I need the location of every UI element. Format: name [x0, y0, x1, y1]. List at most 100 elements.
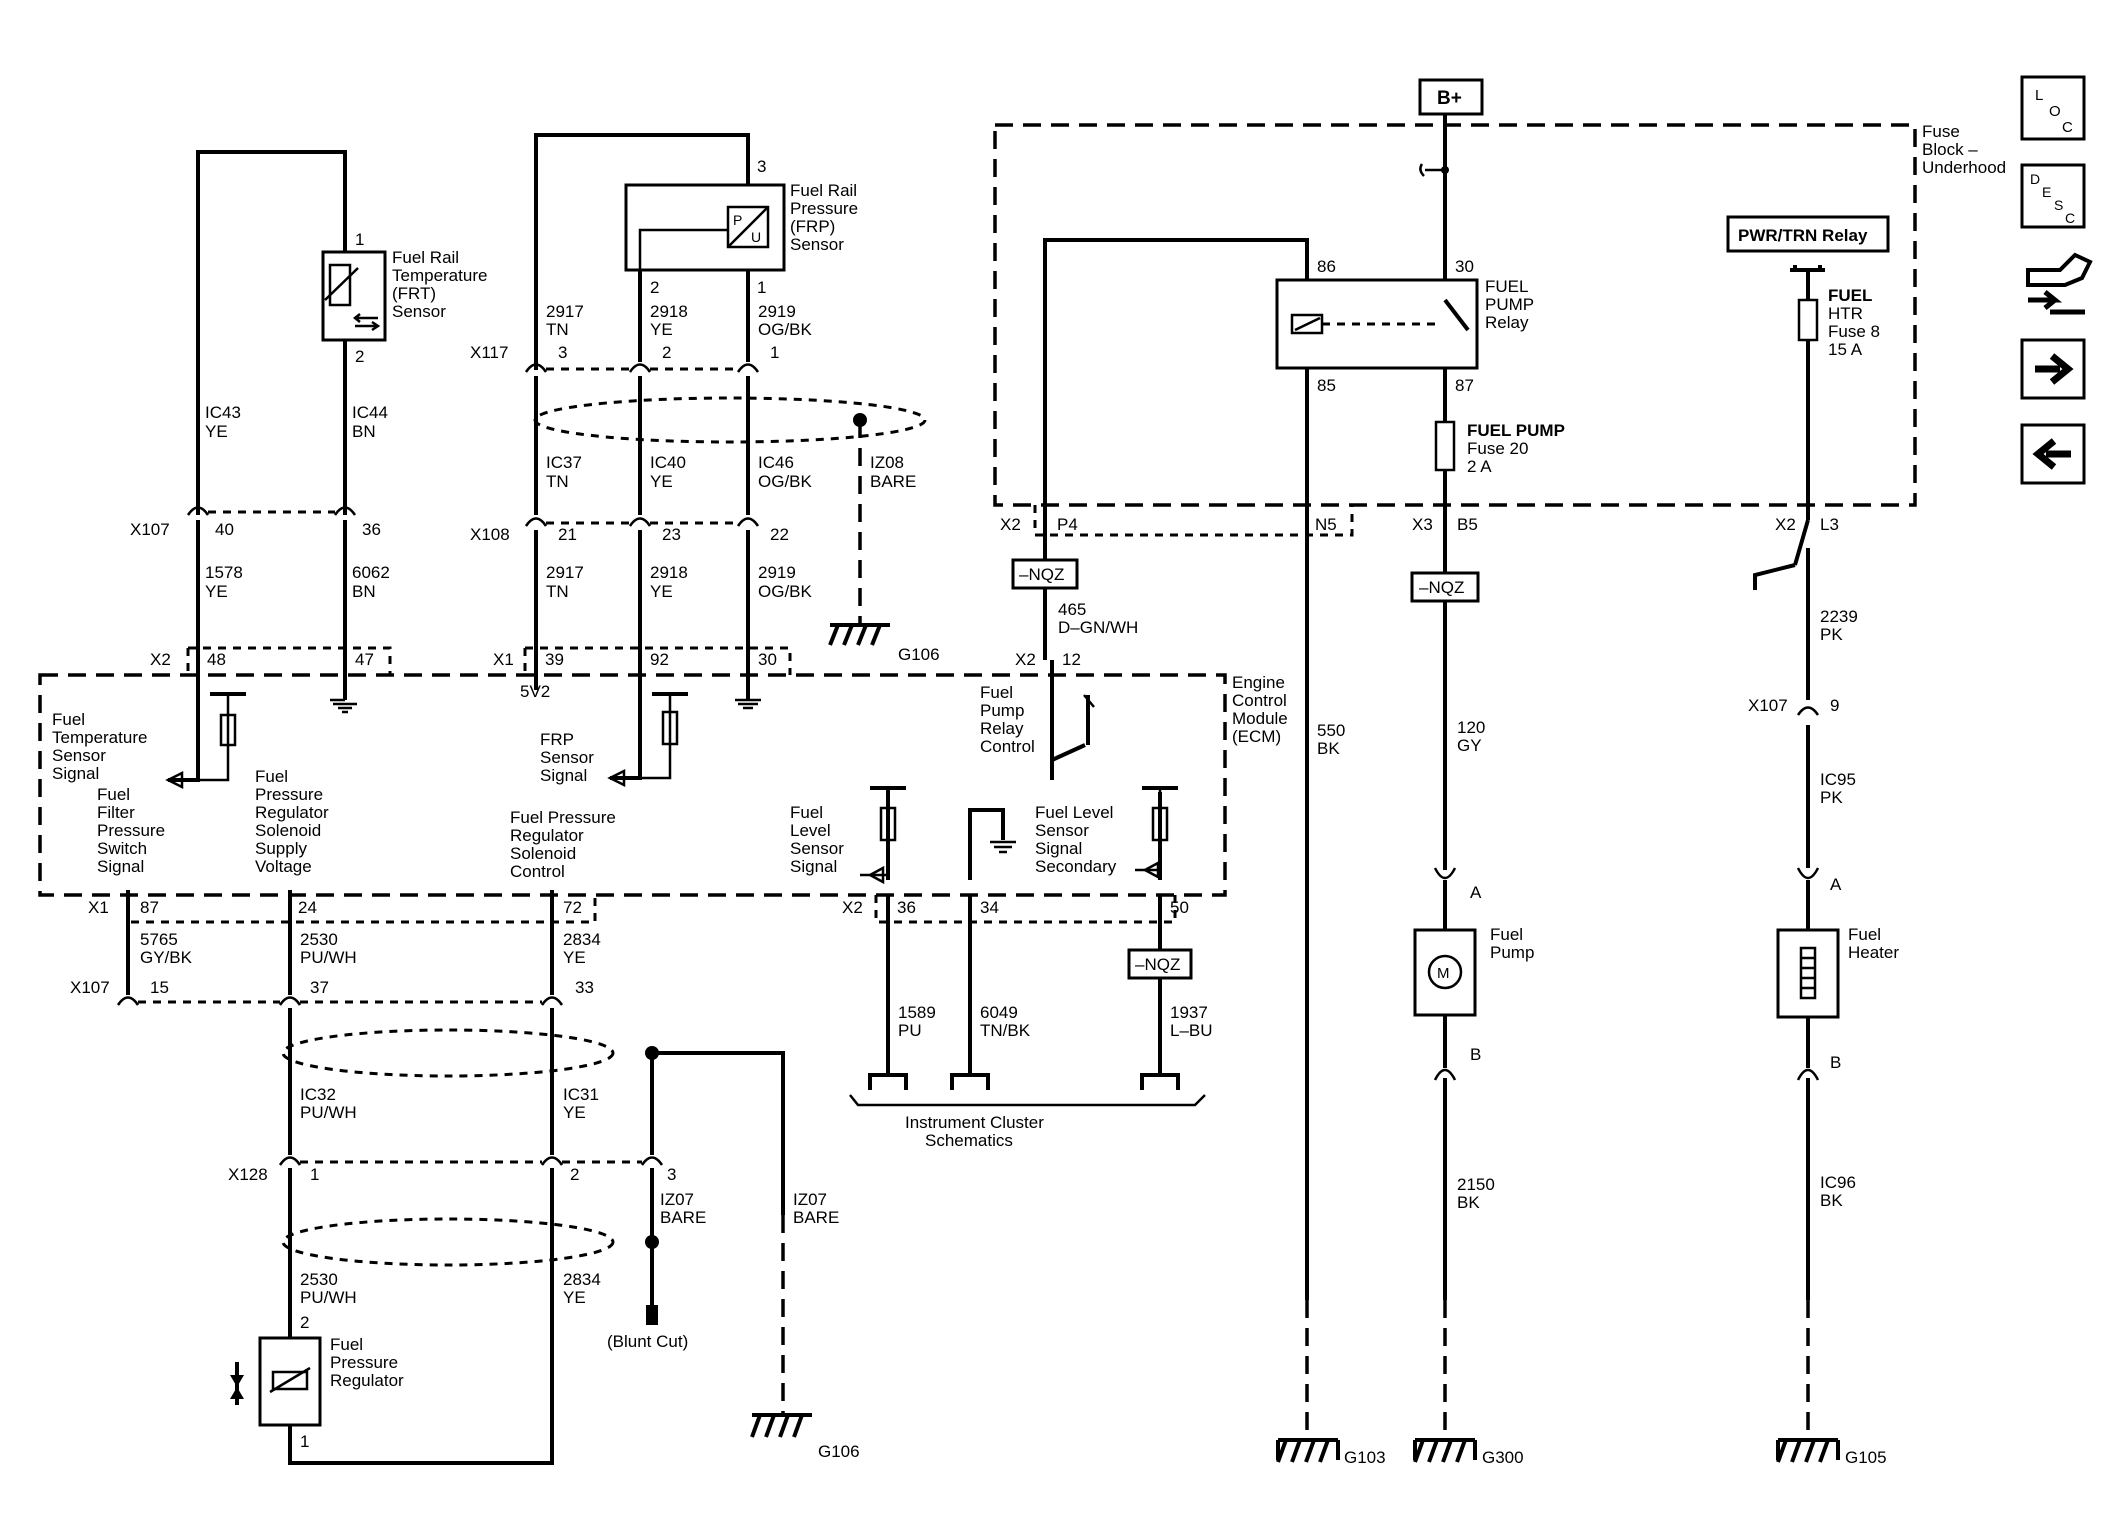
next-page-button[interactable]: [2020, 338, 2086, 400]
conn-fb-x2-right: X2: [1775, 515, 1796, 534]
ecm-5v2: 5V2: [520, 682, 550, 701]
relay-pin-86: 86: [1317, 257, 1336, 276]
previous-page-button[interactable]: [2020, 423, 2086, 485]
ecm-label: Engine Control Module (ECM): [1232, 673, 1293, 746]
pin-ecm-92: 92: [650, 650, 669, 669]
fuel-pump-relay-label: FUEL PUMP Relay: [1485, 277, 1539, 332]
pin-ecm-47: 47: [355, 650, 374, 669]
fpr-label: Fuel Pressure Regulator: [330, 1335, 404, 1390]
ground-g106-top: G106: [898, 645, 940, 664]
pin-x108-22: 22: [770, 525, 789, 544]
pin-x128-2: 2: [570, 1165, 579, 1184]
ecm-signal-fpr-control: Fuel Pressure Regulator Solenoid Control: [510, 808, 621, 881]
fuel-pump-fuse-label: FUEL PUMP Fuse 20 2 A: [1467, 421, 1570, 476]
ecm-signal-fpr-supply: Fuel Pressure Regulator Solenoid Supply …: [255, 767, 333, 876]
arrow-right-icon: [2035, 353, 2074, 385]
pin-x108-23: 23: [662, 525, 681, 544]
desc-button[interactable]: D E S C: [2020, 163, 2086, 229]
ecm-signal-fuel-level-secondary: Fuel Level Sensor Signal Secondary: [1035, 803, 1118, 876]
frp-sensor-label: Fuel Rail Pressure (FRP) Sensor: [790, 181, 863, 254]
frt-pin-2: 2: [355, 347, 364, 366]
pin-x117-3: 3: [558, 343, 567, 362]
pin-fb-n5: N5: [1315, 515, 1337, 534]
nqz-label-relay: –NQZ: [1019, 565, 1064, 584]
loc-button[interactable]: L O C: [2020, 75, 2086, 141]
conn-ecm-x1-bottom: X1: [88, 898, 109, 917]
conn-ecm-x1-top: X1: [493, 650, 514, 669]
pin-x107-33: 33: [575, 978, 594, 997]
ground-g300: G300: [1482, 1448, 1524, 1467]
frp-pin-3: 3: [757, 157, 766, 176]
heater-pin-b: B: [1830, 1053, 1841, 1072]
relay-pin-30: 30: [1455, 257, 1474, 276]
nqz-badge-cluster: [1127, 948, 1193, 980]
pin-ecm-24: 24: [298, 898, 317, 917]
fuse-block-label: Fuse Block – Underhood: [1922, 122, 2006, 177]
nqz-badge-pump: [1410, 571, 1480, 603]
pin-x107-15: 15: [150, 978, 169, 997]
pin-ecm-87: 87: [140, 898, 159, 917]
pin-ecm-36: 36: [897, 898, 916, 917]
nqz-label-cluster: –NQZ: [1135, 955, 1180, 974]
ground-g105: G105: [1845, 1448, 1887, 1467]
motor-icon: [1427, 954, 1463, 990]
arrow-left-icon: [2032, 438, 2071, 470]
conn-fb-x3: X3: [1412, 515, 1433, 534]
pin-fb-l3: L3: [1820, 515, 1839, 534]
conn-x107-a: X107: [130, 520, 170, 539]
pin-ecm-48: 48: [207, 650, 226, 669]
ecm-signal-fuel-temp: Fuel Temperature Sensor Signal: [52, 710, 152, 783]
pin-x128-3: 3: [667, 1165, 676, 1184]
pin-fb-b5: B5: [1457, 515, 1478, 534]
pin-ecm-30: 30: [758, 650, 777, 669]
pin-x117-2: 2: [662, 343, 671, 362]
connector-view-icon[interactable]: [2026, 252, 2093, 315]
fpr-pin-1: 1: [300, 1432, 309, 1451]
pin-ecm-72: 72: [563, 898, 582, 917]
conn-ecm-x2-top-left: X2: [150, 650, 171, 669]
conn-ecm-x2-top-right: X2: [1015, 650, 1036, 669]
ground-g103: G103: [1344, 1448, 1386, 1467]
relay-pin-85: 85: [1317, 376, 1336, 395]
frp-pin-1: 1: [757, 278, 766, 297]
fuse-block-underhood: Fuse Block – Underhood B+ 86 30 85 87 FU…: [993, 78, 2006, 1440]
heater-pin-a: A: [1830, 875, 1842, 894]
fuel-pump-label: Fuel Pump: [1490, 925, 1534, 962]
frp-pin-2: 2: [650, 278, 659, 297]
fuel-pressure-regulator-body: [258, 1336, 322, 1427]
frt-sensor-circuit: 1 2 Fuel Rail Temperature (FRT) Sensor I…: [130, 150, 487, 700]
conn-x108: X108: [470, 525, 510, 544]
ecm-module: Engine Control Module (ECM) X2 48 47 X1 …: [38, 646, 1293, 924]
frp-sensor-body: [624, 183, 786, 272]
svg-text:C: C: [2065, 210, 2075, 226]
ecm-signal-frp: FRP Sensor Signal: [540, 730, 599, 785]
nqz-label-pump: –NQZ: [1419, 578, 1464, 597]
conn-x117: X117: [470, 343, 508, 362]
fuel-heater-body: [1776, 928, 1840, 1019]
ecm-signal-relay-control: Fuel Pump Relay Control: [980, 683, 1035, 756]
